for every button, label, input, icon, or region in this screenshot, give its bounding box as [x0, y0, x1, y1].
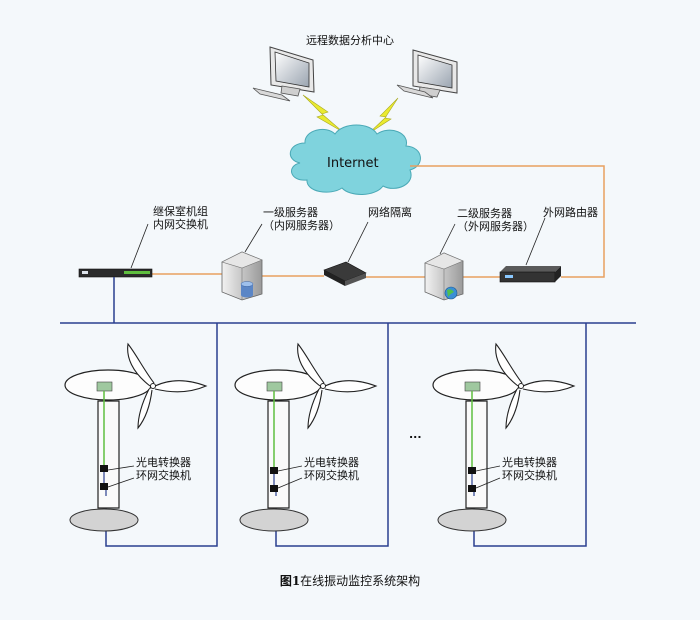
- server2-label: 二级服务器 （外网服务器）: [457, 207, 534, 233]
- monitor-icon: [269, 46, 315, 97]
- relay-switch-label: 继保室机组 内网交换机: [153, 205, 208, 231]
- figure-number: 图1: [279, 574, 301, 588]
- wind-turbine-icon: [64, 342, 208, 532]
- tower-2-label: 光电转换器 环网交换机: [304, 456, 359, 482]
- remote-center-label: 远程数据分析中心: [306, 34, 394, 47]
- router-label: 外网路由器: [543, 206, 598, 219]
- label-pointers: [130, 217, 546, 269]
- database-icon: [240, 281, 254, 298]
- tower-3-label: 光电转换器 环网交换机: [502, 456, 557, 482]
- remote-computer-left: [252, 46, 315, 102]
- keyboard-icon: [252, 87, 291, 102]
- lightning-icon: [367, 97, 399, 135]
- tower-1-label: 光电转换器 环网交换机: [136, 456, 191, 482]
- lightning-icon: [302, 94, 344, 133]
- router-icon: [499, 266, 561, 283]
- figure-caption: 图1在线振动监控系统架构: [0, 572, 700, 589]
- monitor-icon: [412, 49, 458, 98]
- ellipsis-more-turbines: ...: [409, 428, 422, 441]
- cloud-icon: [290, 124, 421, 195]
- internet-label: Internet: [327, 156, 379, 171]
- figure-title: 在线振动监控系统架构: [300, 574, 421, 588]
- remote-computer-right: [396, 49, 458, 99]
- wind-turbine-icon: [432, 342, 576, 532]
- isolation-device-icon: [323, 261, 367, 286]
- wind-turbine-icon: [234, 342, 378, 532]
- inner-network-switch: [78, 268, 153, 278]
- globe-icon: [444, 286, 458, 300]
- server-icon: [424, 252, 464, 301]
- keyboard-icon: [396, 84, 434, 99]
- server1-label: 一级服务器 （内网服务器）: [263, 206, 340, 232]
- isolation-label: 网络隔离: [368, 206, 412, 219]
- backbone-fiber: [152, 165, 605, 278]
- tower-label-pointers: [107, 465, 501, 489]
